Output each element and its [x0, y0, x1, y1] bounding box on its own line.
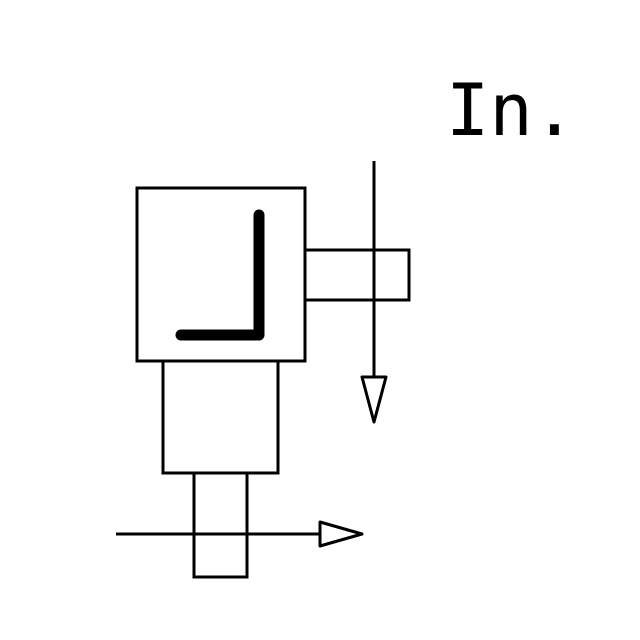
- input-shaft: [303, 248, 411, 302]
- output-arrow-head: [318, 520, 364, 548]
- lower-housing: [161, 359, 280, 475]
- output-shaft: [192, 471, 249, 579]
- input-arrow-head: [360, 375, 388, 424]
- input-label: In.: [446, 68, 576, 152]
- right-angle-symbol: [175, 209, 265, 341]
